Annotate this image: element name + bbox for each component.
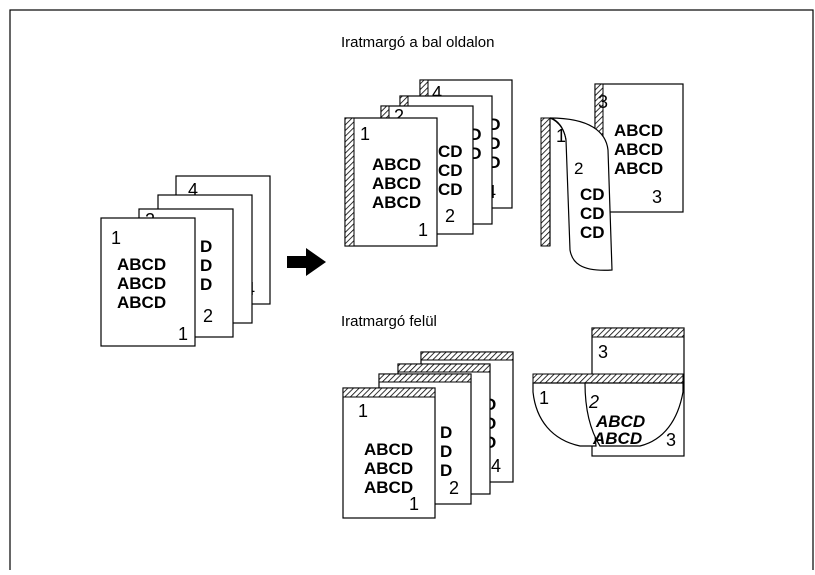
page-body-text: ABCD	[595, 412, 645, 431]
page-body-text: CD	[580, 204, 605, 223]
page-body-text: CD	[438, 180, 463, 199]
page-body-text: ABCD	[614, 140, 663, 159]
page-number-1: 1	[539, 388, 549, 408]
page-body-text: ABCD	[614, 121, 663, 140]
page-number-1: 1	[178, 324, 188, 344]
page-number-1: 1	[556, 126, 566, 146]
page-number-4: 4	[491, 456, 501, 476]
page-number-3: 3	[666, 430, 676, 450]
top-binding-stack: D D D 4 D D D 2 1 ABCD ABCD ABCD 1	[342, 351, 514, 519]
page-body-text: CD	[580, 223, 605, 242]
page-number-2: 2	[449, 478, 459, 498]
page-body-text: CD	[438, 142, 463, 161]
page-number-1: 1	[409, 494, 419, 514]
page-number-1: 1	[418, 220, 428, 240]
page-number-2: 2	[588, 392, 599, 412]
page-body-text: ABCD	[364, 459, 413, 478]
outer-border	[9, 9, 814, 575]
top-binding-booklet: 3 1 2 ABCD ABCD 3	[532, 327, 685, 457]
page-number-1: 1	[358, 401, 368, 421]
page-body-text: ABCD	[364, 478, 413, 497]
page-body-text: ABCD	[372, 155, 421, 174]
page-body-text: ABCD	[117, 255, 166, 274]
page-body-text: D	[440, 442, 452, 461]
page-body-text: ABCD	[117, 274, 166, 293]
page-number-4: 4	[432, 83, 442, 103]
page-number-3: 3	[598, 342, 608, 362]
page-body-text: D	[200, 275, 212, 294]
page-number-3: 3	[598, 92, 608, 112]
page-body-text: ABCD	[592, 429, 642, 448]
page-body-text: ABCD	[372, 174, 421, 193]
page-number-2: 2	[394, 106, 404, 126]
page-number-2: 2	[445, 206, 455, 226]
page-body-text: D	[200, 256, 212, 275]
page-number-1: 1	[360, 124, 370, 144]
right-arrow-icon	[287, 248, 326, 276]
page-body-text: CD	[580, 185, 605, 204]
left-binding-stack: 4 CD CD CD 4 CD CD 2 CD CD CD 2 1 ABCD A…	[344, 79, 513, 247]
page-number-3: 3	[652, 187, 662, 207]
source-stack: 4 D D D 4 D D D 2 D D D 2 1 ABCD ABCD AB…	[100, 175, 271, 347]
page-body-text: ABCD	[117, 293, 166, 312]
page-body-text: D	[440, 423, 452, 442]
page-number-1: 1	[111, 228, 121, 248]
page-number-2: 2	[574, 159, 583, 178]
left-binding-booklet: 3 ABCD ABCD ABCD 3 1 2 CD CD CD	[540, 83, 684, 271]
page-body-text: CD	[438, 161, 463, 180]
page-body-text: ABCD	[372, 193, 421, 212]
page-number-4: 4	[188, 180, 198, 200]
label-left-margin: Iratmargó a bal oldalon	[341, 34, 495, 51]
page-body-text: D	[200, 237, 212, 256]
page-number-2: 2	[203, 306, 213, 326]
label-top-margin: Iratmargó felül	[341, 313, 437, 330]
page-body-text: D	[440, 461, 452, 480]
source-page-1	[100, 217, 196, 347]
page-body-text: ABCD	[614, 159, 663, 178]
page-body-text: ABCD	[364, 440, 413, 459]
